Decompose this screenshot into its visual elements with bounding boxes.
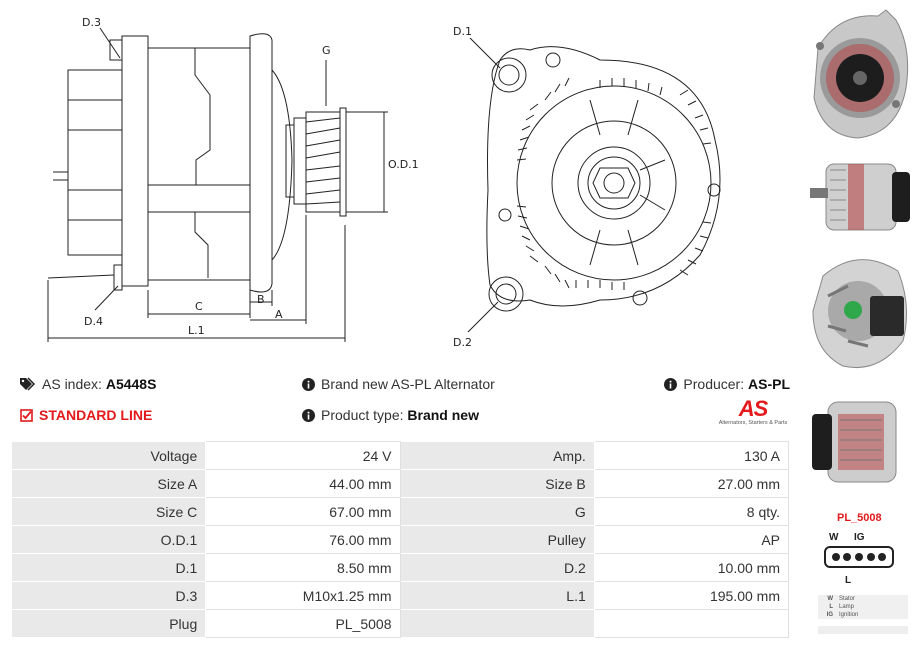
producer: Producer: AS-PL — [664, 376, 790, 392]
spec-key: L.1 — [399, 581, 595, 610]
plug-diagram: W IG L — [820, 530, 900, 592]
label-d3: D.3 — [82, 16, 101, 29]
legend-desc: Ignition — [839, 612, 859, 618]
spec-value: 195.00 mm — [593, 581, 790, 610]
product-type-label: Product type: — [321, 407, 404, 423]
legend-row: IG Ignition — [818, 611, 908, 619]
legend-desc: Lamp — [839, 604, 855, 610]
spec-key: Size B — [399, 469, 595, 498]
product-photo-angle — [812, 401, 897, 483]
as-index: AS index: A5448S — [20, 376, 156, 392]
spec-key: D.1 — [10, 553, 207, 582]
pin-dot — [843, 553, 852, 561]
as-index-value: A5448S — [105, 376, 157, 392]
product-photo-front — [813, 9, 909, 139]
spec-key: G — [399, 497, 595, 526]
spec-value: M10x1.25 mm — [205, 581, 401, 610]
spec-key: Size A — [10, 469, 207, 498]
label-d1: D.1 — [453, 25, 472, 38]
legend-code: W — [827, 596, 833, 602]
info-icon — [664, 377, 678, 391]
spec-value: 76.00 mm — [205, 525, 401, 554]
spec-key: Amp. — [399, 441, 595, 470]
standard-line: STANDARD LINE — [20, 407, 152, 423]
pin-w-label: W — [829, 532, 839, 543]
spec-value: 44.00 mm — [205, 469, 401, 498]
legend-code: IG — [826, 612, 833, 618]
label-l1: L.1 — [188, 324, 205, 337]
logo-mark: AS — [738, 396, 769, 421]
product-photo-rear — [812, 259, 907, 369]
spec-key: Voltage — [10, 441, 207, 470]
spec-key: Pulley — [399, 525, 595, 554]
spec-key: Size C — [10, 497, 207, 526]
spec-key: D.3 — [10, 581, 207, 610]
product-photo-side — [810, 163, 910, 231]
plug-title: PL_5008 — [837, 512, 882, 524]
spec-value: AP — [593, 525, 790, 554]
spec-key: O.D.1 — [10, 525, 207, 554]
product-type: Product type: Brand new — [302, 407, 479, 423]
spec-value: 27.00 mm — [593, 469, 790, 498]
standard-line-text: STANDARD LINE — [39, 407, 153, 423]
pin-ig-label: IG — [854, 532, 865, 543]
spec-value: 8 qty. — [593, 497, 790, 526]
spec-value: PL_5008 — [205, 609, 401, 638]
info-icon — [302, 408, 315, 422]
legend-desc: Stator — [839, 596, 856, 602]
front-view-drawing: D.1 D.2 — [453, 25, 721, 349]
spec-key — [399, 609, 595, 638]
legend-row: W Stator — [818, 595, 908, 603]
spec-value — [593, 609, 790, 638]
producer-value: AS-PL — [748, 376, 790, 392]
as-pl-logo: AS Alternators, Starters & Parts — [713, 396, 793, 427]
label-a: A — [275, 308, 283, 321]
producer-label: Producer: — [683, 376, 745, 392]
legend-row: L Lamp — [818, 603, 908, 611]
brand-text: Brand new AS-PL Alternator — [321, 376, 495, 392]
product-type-value: Brand new — [407, 407, 479, 423]
legend-code: L — [829, 604, 833, 610]
plug-legend-footer — [818, 626, 908, 634]
label-od1: O.D.1 — [388, 158, 419, 171]
spec-value: 10.00 mm — [593, 553, 790, 582]
spec-key: Plug — [10, 609, 207, 638]
label-g: G — [322, 44, 331, 57]
spec-value: 24 V — [205, 441, 401, 470]
spec-value: 130 A — [593, 441, 790, 470]
side-view-drawing: D.3 D.4 G O.D.1 C B A L.1 — [47, 16, 419, 342]
pin-l-label: L — [845, 575, 852, 586]
pin-dot — [854, 553, 863, 561]
pin-dot — [866, 553, 875, 561]
pin-dot — [878, 553, 887, 561]
as-index-label: AS index: — [42, 376, 102, 392]
checkbox-icon — [20, 408, 33, 422]
label-d2: D.2 — [453, 336, 472, 349]
spec-value: 8.50 mm — [205, 553, 401, 582]
spec-key: D.2 — [399, 553, 595, 582]
label-c: C — [195, 300, 203, 313]
label-d4: D.4 — [84, 315, 103, 328]
spec-value: 67.00 mm — [205, 497, 401, 526]
logo-tagline: Alternators, Starters & Parts — [718, 420, 788, 426]
tags-icon — [20, 377, 36, 391]
plug-connector — [824, 546, 894, 568]
brand-line: Brand new AS-PL Alternator — [302, 376, 495, 392]
pin-dot — [831, 553, 840, 561]
label-b: B — [257, 293, 265, 306]
info-icon — [302, 377, 315, 391]
